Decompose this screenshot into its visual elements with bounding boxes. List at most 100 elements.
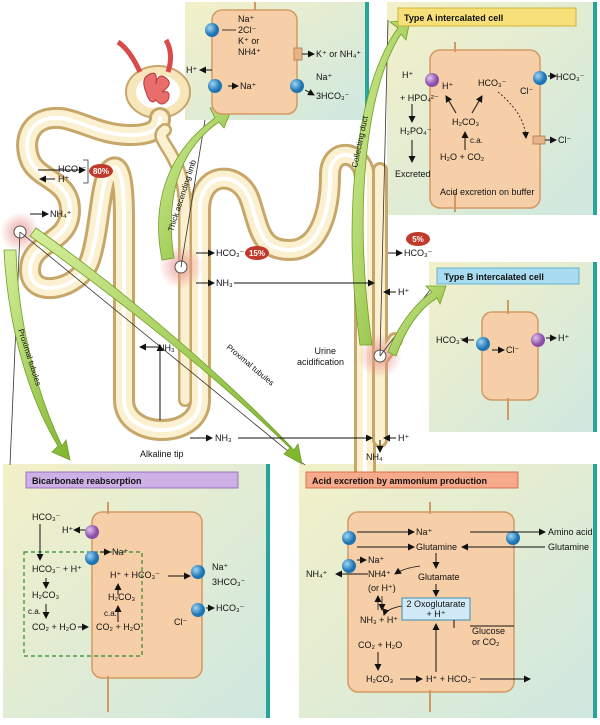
bicarb-hco3-right: HCO₃⁻ [216, 603, 245, 613]
type-a-hpo4: + HPO₄²⁻ [400, 93, 439, 103]
bicarb-na-top: Na⁺ [112, 547, 129, 557]
collecting-h-bottom: H⁺ [398, 433, 409, 443]
proximal-nh4-label: NH₄⁺ [50, 209, 72, 219]
bicarb-hco3-3: 3HCO₃⁻ [212, 577, 246, 587]
ammonium-nh4-out: NH₄⁺ [306, 569, 328, 579]
type-b-title: Type B intercalated cell [444, 272, 544, 282]
tal-cl: 2Cl⁻ [238, 25, 257, 35]
oxoglutarate-box: 2 Oxoglutarate + H⁺ [401, 597, 471, 621]
urine-acidification-line1: Urine [314, 346, 336, 356]
type-a-h-out: H⁺ [402, 70, 413, 80]
ascending-pct-badge: 15% [245, 246, 269, 260]
ammonium-oxoglutarate-line1: 2 Oxoglutarate [406, 599, 465, 609]
bicarb-title: Bicarbonate reabsorption [32, 476, 142, 486]
type-a-h2co3: H₂CO₃ [452, 117, 479, 127]
type-a-cl-out: Cl⁻ [558, 135, 571, 145]
bicarb-nhe-icon [85, 551, 99, 565]
anion-exchanger-icon [533, 71, 547, 85]
collecting-pct: 5% [412, 235, 424, 244]
nephron: HCO₃⁻ H⁺ 80% NH₄⁺ HCO₃⁻ 15% NH₃ NH₃ NH₃ … [0, 19, 447, 481]
type-a-h2o-co2: H₂O + CO₂ [440, 152, 485, 162]
ammonium-title: Acid excretion by ammonium production [312, 476, 487, 486]
bicarb-h2co3-lumen: H₂CO₃ [32, 590, 59, 600]
bicarb-co2-h2o-lumen: CO₂ + H₂O [32, 622, 76, 632]
bicarb-dashed-region [23, 551, 143, 657]
type-a-h2po4: H₂PO₄⁻ [400, 126, 432, 136]
ammonium-na-top: Na⁺ [416, 527, 433, 537]
collecting-h-top: H⁺ [398, 287, 409, 297]
type-a-hco3-out: HCO₃⁻ [556, 72, 585, 82]
bicarbonate-cell: Bicarbonate reabsorption HCO₃⁻ H⁺ Na⁺ HC… [23, 471, 246, 712]
bicarb-lumen-eq: HCO₃⁻ + H⁺ [32, 564, 82, 574]
tal-k-or: K⁺ or [238, 36, 259, 46]
tal-h: H⁺ [186, 65, 197, 75]
tal-hco3-3: 3HCO₃⁻ [316, 91, 350, 101]
tip-nh3-label: NH₃ [215, 433, 232, 443]
ascending-hco3-label: HCO₃⁻ [216, 248, 245, 258]
bicarb-ae-icon [191, 603, 205, 617]
ammonium-glutamine: Glutamine [416, 542, 457, 552]
type-a-title: Type A intercalated cell [404, 13, 503, 23]
proximal-h-label: H⁺ [58, 174, 69, 184]
type-b-cell: Type B intercalated cell HCO₃⁻ Cl⁻ H⁺ [436, 267, 580, 420]
green-arrow-type-b [387, 285, 447, 357]
green-arrow-proximal-left [3, 249, 71, 461]
tal-nh4: NH4⁺ [238, 47, 261, 57]
nkcc-transporter-icon [205, 23, 219, 37]
tal-k-or-nh4: K⁺ or NH₄⁺ [316, 49, 361, 59]
green-arrow-proximal-mid [29, 227, 303, 465]
glomerulus [116, 38, 191, 119]
bicarb-ca-lumen: c.a. [28, 607, 41, 616]
ammonium-h-hco3: H⁺ + HCO₃⁻ [426, 674, 476, 684]
bicarb-h2co3-cell: H₂CO₃ [108, 592, 135, 602]
bottom-nh4-label: NH₄ [366, 452, 383, 462]
proximal-hco3-label: HCO₃⁻ [58, 164, 87, 174]
ammonium-h2co3: H₂CO₃ [366, 674, 393, 684]
ammonium-nhe-icon [342, 559, 356, 573]
tal-na: Na⁺ [238, 14, 255, 24]
proximal-pct: 80% [93, 167, 109, 176]
ascending-pct: 15% [249, 249, 265, 258]
collecting-hco3-label: HCO₃⁻ [404, 248, 433, 258]
type-a-ca: c.a. [470, 136, 483, 145]
type-b-cl: Cl⁻ [506, 345, 519, 355]
urine-acidification-line2: acidification [297, 357, 344, 367]
ammonium-co2-h2o: CO₂ + H₂O [358, 640, 402, 650]
ammonium-nh3-h: NH₃ + H⁺ [360, 615, 398, 625]
type-a-cl-in: Cl⁻ [520, 86, 533, 96]
proximal-tubules-mid-label: Proximal tubules [225, 343, 276, 388]
type-b-exchanger-icon [476, 337, 490, 351]
type-a-excreted: Excreted [395, 169, 431, 179]
alkaline-tip-label: Alkaline tip [140, 449, 184, 459]
ammonium-na-glutamine-icon [342, 531, 356, 545]
type-b-hco3: HCO₃⁻ [436, 335, 465, 345]
type-a-h-in: H⁺ [442, 81, 453, 91]
type-a-caption: Acid excretion on buffer [440, 187, 534, 197]
ammonium-amino-acid: Amino acid [548, 527, 593, 537]
bicarb-h-cell: H⁺ + HCO₃⁻ [110, 570, 160, 580]
ammonium-or-h: (or H⁺) [368, 583, 396, 593]
ammonium-glutamate: Glutamate [418, 572, 460, 582]
type-a-hco3-in: HCO₃⁻ [478, 78, 507, 88]
ammonium-oxoglutarate-line2: + H⁺ [426, 609, 445, 619]
bicarb-nbc-icon [191, 565, 205, 579]
loop-nh3-label: NH₃ [158, 343, 175, 353]
collecting-pct-badge: 5% [406, 232, 430, 246]
tal-na-left: Na⁺ [240, 81, 257, 91]
type-b-h: H⁺ [558, 333, 569, 343]
type-b-proton-pump-icon [531, 333, 545, 347]
ascending-nh3-label: NH₃ [216, 278, 233, 288]
bicarb-ca-cell: c.a. [104, 609, 117, 618]
ammonium-amino-acid-exchanger-icon [506, 531, 520, 545]
k-channel-icon [293, 47, 303, 61]
bicarb-cl-right: Cl⁻ [174, 617, 187, 627]
ammonium-nh4-in: NH4⁺ [368, 569, 391, 579]
nhe-exchanger-icon [208, 79, 222, 93]
type-a-cell: Type A intercalated cell H⁺ H⁺ + HPO₄²⁻ … [395, 7, 585, 212]
ammonium-na-left: Na⁺ [368, 555, 385, 565]
bicarb-proton-pump-icon [85, 525, 99, 539]
bicarb-h-top: H⁺ [62, 525, 73, 535]
cl-channel-icon [532, 135, 546, 145]
bicarb-hco3-top: HCO₃⁻ [32, 512, 61, 522]
